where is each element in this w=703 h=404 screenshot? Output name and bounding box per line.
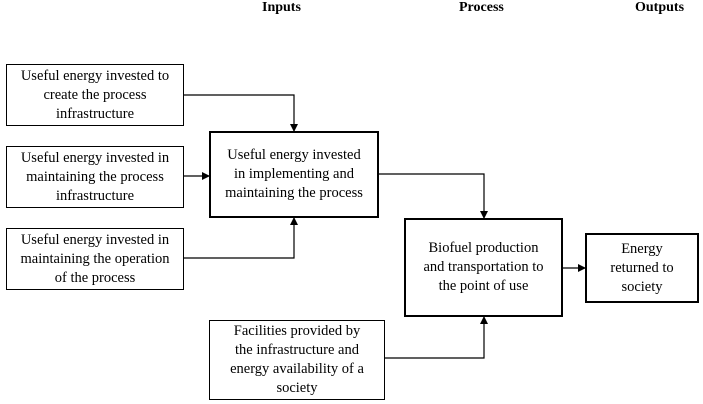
header-inputs: Inputs bbox=[262, 0, 301, 15]
box-biofuel-production-text: Biofuel production and transportation to… bbox=[423, 240, 544, 294]
box-facilities: Facilities provided by the infrastructur… bbox=[209, 320, 385, 400]
connector-maintaining-operation-to-implementing bbox=[184, 217, 298, 259]
box-energy-maintaining-operation-text: Useful energy invested in maintaining th… bbox=[20, 231, 170, 286]
header-outputs: Outputs bbox=[635, 0, 685, 15]
connector-facilities-to-biofuel bbox=[385, 316, 488, 359]
box-energy-implementing-text: Useful energy invested in implementing a… bbox=[225, 147, 363, 201]
box-energy-infrastructure: Useful energy invested to create the pro… bbox=[6, 64, 184, 126]
box-energy-maintaining-infrastructure: Useful energy invested in maintaining th… bbox=[6, 146, 184, 208]
box-energy-maintaining-infrastructure-text: Useful energy invested in maintaining th… bbox=[20, 149, 170, 204]
box-facilities-text: Facilities provided by the infrastructur… bbox=[230, 323, 364, 396]
header-process: Process bbox=[459, 0, 504, 15]
box-energy-returned: Energy returned to society bbox=[585, 233, 699, 303]
box-energy-returned-text: Energy returned to society bbox=[610, 240, 674, 295]
connector-implementing-to-biofuel bbox=[379, 173, 488, 219]
box-energy-infrastructure-text: Useful energy invested to create the pro… bbox=[20, 67, 170, 122]
box-biofuel-production: Biofuel production and transportation to… bbox=[404, 218, 563, 317]
connector-infrastructure-to-implementing bbox=[184, 94, 298, 132]
box-energy-maintaining-operation: Useful energy invested in maintaining th… bbox=[6, 228, 184, 290]
box-energy-implementing: Useful energy invested in implementing a… bbox=[209, 131, 379, 218]
